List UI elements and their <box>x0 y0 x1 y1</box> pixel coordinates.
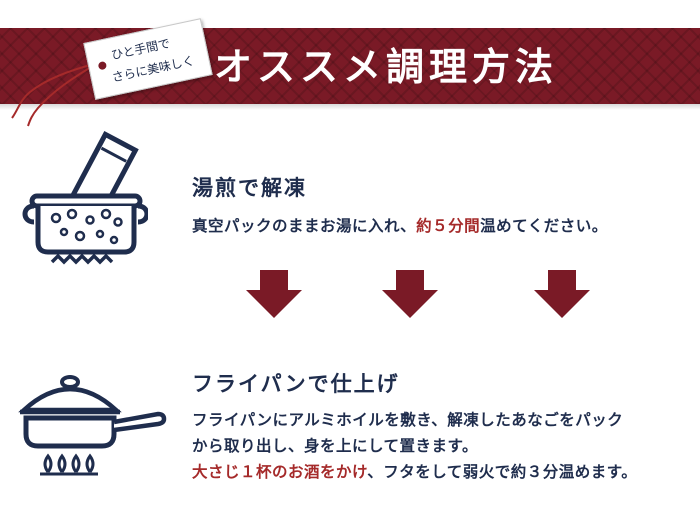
step2-heading: フライパンで仕上げ <box>192 371 400 396</box>
tag-hole <box>97 60 108 71</box>
string-decoration <box>11 62 99 127</box>
page-title: オススメ調理方法 <box>214 44 559 89</box>
step2-line3: 大さじ１杯のお酒をかけ、フタをして弱火で約３分温めます。 <box>192 460 637 482</box>
down-arrow-icon <box>246 270 302 318</box>
frying-pan-with-lid-icon <box>18 375 167 476</box>
down-arrow-icon <box>534 270 590 318</box>
step1-text-before: 真空パックのままお湯に入れ、 <box>192 216 417 235</box>
step2-line3-rest: 、フタをして弱火で約３分温めます。 <box>367 462 638 481</box>
step1-heading: 湯煎で解凍 <box>192 175 307 200</box>
step1-text-highlight: 約５分間 <box>416 216 481 235</box>
step1-text-after: 温めてください。 <box>480 216 608 235</box>
step2-line2: から取り出し、身を上にして置きます。 <box>192 436 478 455</box>
down-arrow-icon <box>382 270 438 318</box>
banner-shadow <box>0 104 700 110</box>
step2-line3-highlight: 大さじ１杯のお酒をかけ <box>192 462 368 481</box>
step2-line1: フライパンにアルミホイルを敷き、解凍したあなごをパック <box>192 410 624 429</box>
step1-text: 真空パックのままお湯に入れ、約５分間温めてください。 <box>192 214 608 236</box>
pot-with-pack-icon <box>22 130 148 265</box>
